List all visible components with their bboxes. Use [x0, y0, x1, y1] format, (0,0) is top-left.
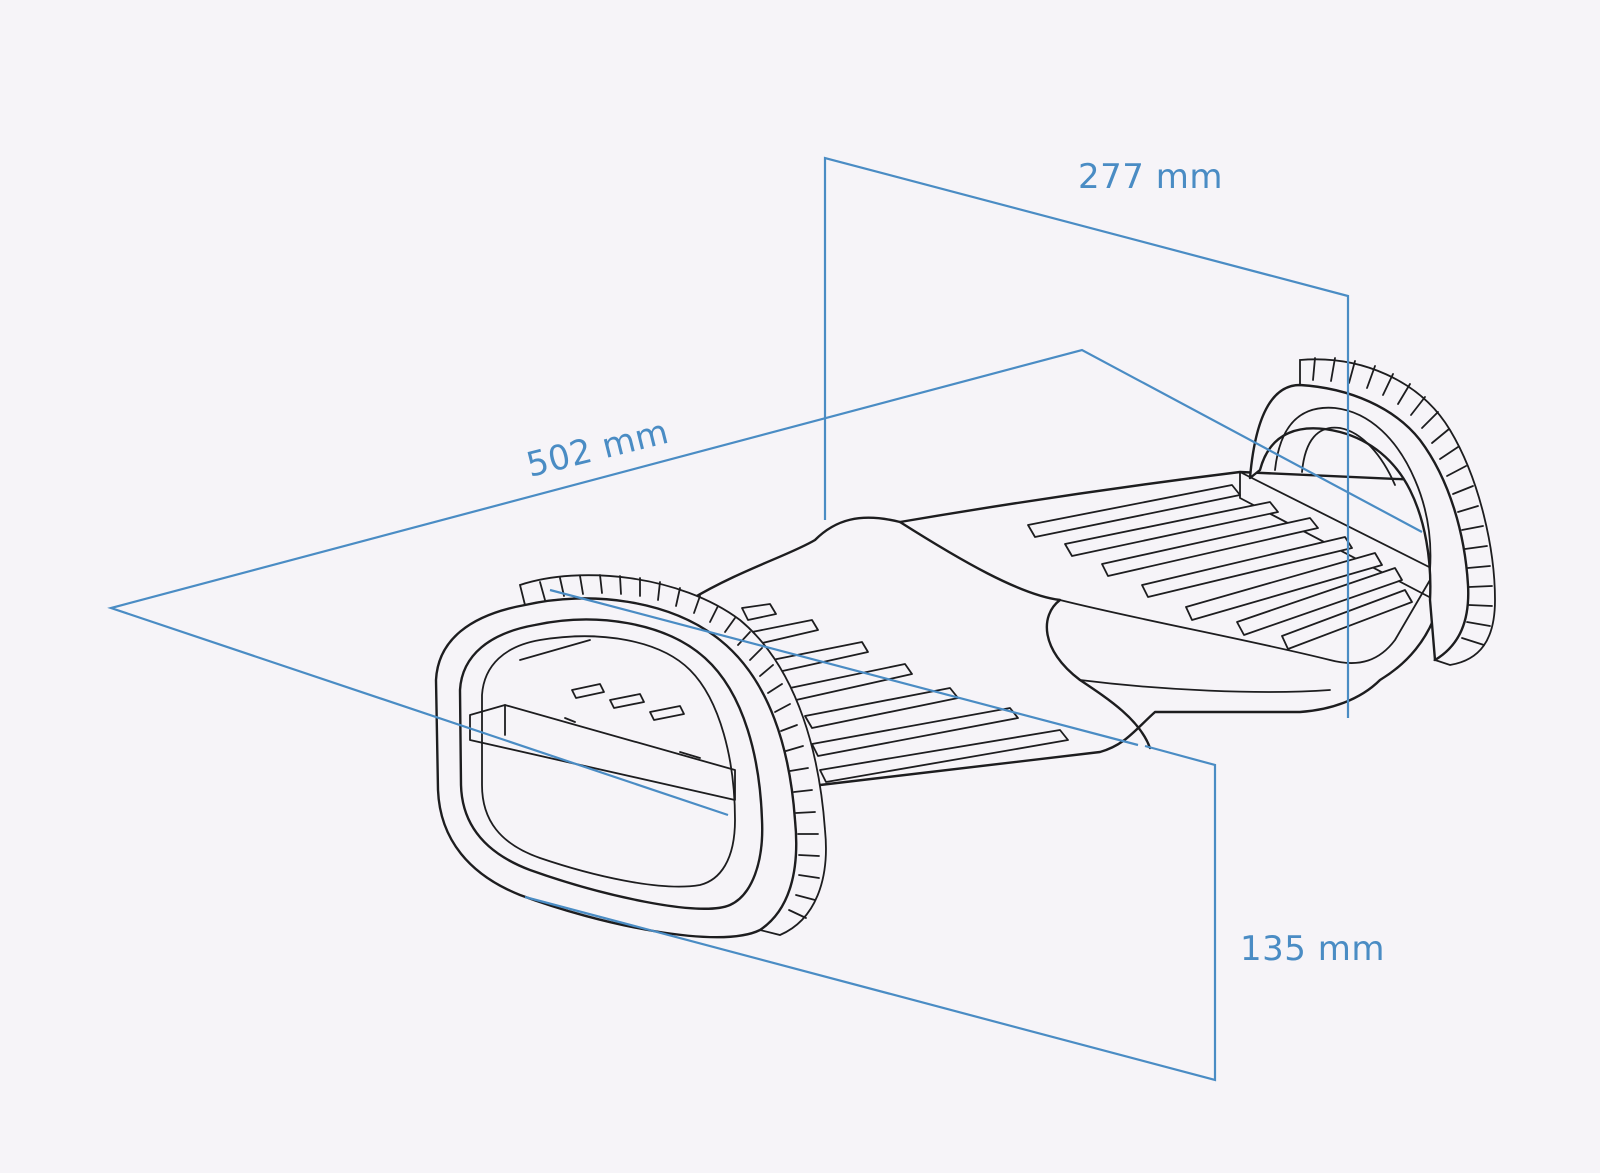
right-wheel-inner-ring	[1274, 406, 1432, 571]
right-wheel	[1248, 357, 1496, 666]
height-dimension-line	[524, 744, 1217, 1082]
left-wheel-opening	[481, 635, 736, 888]
left-wheel	[434, 574, 827, 939]
width-label: 277 mm	[1078, 157, 1223, 197]
length-label: 502 mm	[523, 412, 673, 486]
left-tread-grooves	[539, 574, 820, 919]
left-wheel-inner-block	[469, 704, 736, 801]
right-wheel-outer-ring	[1248, 383, 1470, 662]
width-dimension-line	[823, 156, 1350, 718]
length-dimension-edge	[549, 588, 1139, 747]
hoverboard-drawing	[434, 357, 1496, 939]
right-tread-grooves	[1312, 357, 1493, 646]
left-wheel-inner-ring	[458, 618, 764, 910]
right-pad-ribs	[1027, 484, 1413, 650]
body-waist	[898, 520, 1152, 750]
dimension-lines	[107, 156, 1423, 1082]
right-foot-pad	[1059, 579, 1431, 693]
length-dimension-line	[107, 348, 1423, 817]
height-label: 135 mm	[1240, 929, 1385, 969]
